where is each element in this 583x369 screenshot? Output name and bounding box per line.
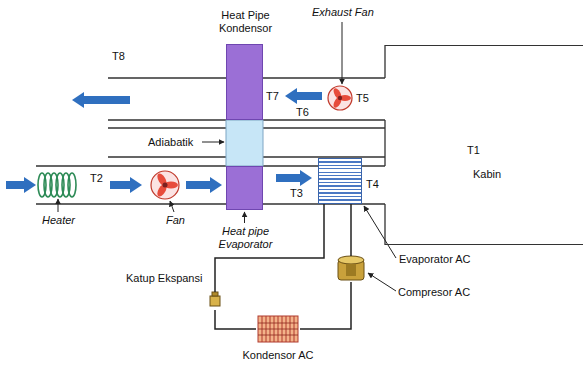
ac-compressor: Compresor AC — [336, 256, 366, 282]
temperature-label: T1 — [467, 144, 480, 157]
temperature-label: T6 — [296, 106, 309, 119]
heat-pipe-evaporator: Heat pipe Evaporator — [226, 166, 263, 210]
ac-evaporator: Evaporator AC — [318, 158, 362, 204]
compressor-icon — [338, 256, 364, 280]
component-label: Heater — [42, 214, 75, 227]
flow-arrows — [6, 88, 322, 193]
component-label: Exhaust Fan — [312, 6, 374, 19]
cabin-label: Kabin — [473, 168, 501, 181]
section-label: Adiabatik — [148, 136, 193, 149]
temperature-label: T8 — [112, 50, 125, 63]
heater-coil — [38, 173, 76, 197]
fan-icon — [151, 171, 179, 199]
temperature-label: T5 — [356, 92, 369, 105]
temperature-label: T2 — [90, 172, 103, 185]
temperature-label: T7 — [266, 90, 279, 103]
adiabatic-section — [226, 120, 263, 166]
refrigerant-pipe — [300, 282, 351, 329]
component-label: Heat Pipe Kondensor — [214, 9, 278, 35]
refrigerant-pipe — [350, 204, 352, 256]
valve-icon — [210, 292, 220, 306]
temperature-label: T4 — [366, 178, 379, 191]
refrigerant-pipe — [215, 310, 256, 329]
component-label: Heat pipe Evaporator — [211, 225, 281, 251]
ac-condenser: Kondensor AC — [256, 314, 300, 344]
expansion-valve: Katup Ekspansi — [208, 292, 222, 310]
exhaust-fan-icon — [328, 86, 352, 110]
component-label: Kondensor AC — [242, 349, 314, 362]
component-label: Fan — [166, 214, 185, 227]
component-label: Evaporator AC — [399, 253, 471, 266]
duct-walls — [36, 45, 385, 245]
leader-lines — [58, 22, 396, 291]
condenser-icon — [258, 316, 298, 342]
cabin-box: T1Kabin — [385, 45, 583, 245]
temperature-label: T3 — [290, 187, 303, 200]
component-label: Katup Ekspansi — [126, 272, 202, 285]
heat-pipe-condenser: Heat Pipe Kondensor — [226, 44, 263, 120]
component-label: Compresor AC — [398, 286, 470, 299]
